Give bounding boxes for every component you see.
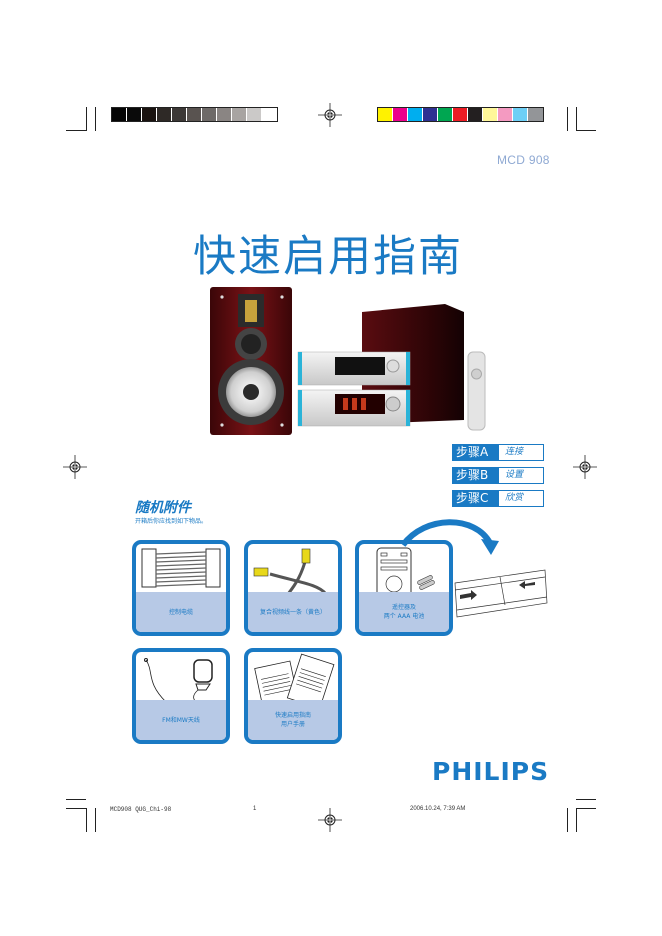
antenna-icon: [144, 658, 213, 702]
swatch: [127, 108, 142, 121]
swatch: [172, 108, 187, 121]
swatch: [498, 108, 513, 121]
swatch: [408, 108, 423, 121]
swatch: [378, 108, 393, 121]
caption-line: 遥控器及: [391, 604, 416, 611]
grayscale-bar: [111, 107, 278, 122]
step-value: 欣赏: [505, 493, 524, 503]
ribbon-cable-icon: [141, 548, 221, 588]
swatch: [423, 108, 438, 121]
remote-batteries-icon: [376, 547, 435, 594]
accessory-caption: 遥控器及 两个 AAA 电池: [359, 592, 449, 632]
swatch: [393, 108, 408, 121]
page-title: 快速启用指南: [193, 232, 463, 282]
accessory-caption: 控制电缆: [136, 592, 226, 632]
arrow-to-battery-compartment-icon: [400, 519, 548, 618]
caption-line: 控制电缆: [168, 608, 193, 616]
accessory-caption: FM和MW天线: [136, 700, 226, 740]
model-number: MCD 908: [497, 153, 550, 167]
step-a: 步骤A 连接: [452, 444, 544, 461]
accessory-card-control-cable: 控制电缆: [132, 540, 230, 636]
footer-file-name: MCD908 QUG_Chi-98: [110, 806, 172, 813]
registration-mark-icon: [318, 103, 342, 127]
registration-mark-icon: [573, 455, 597, 479]
step-b: 步骤B 设置: [452, 467, 544, 484]
manuals-icon: [254, 653, 335, 702]
step-c: 步骤C 欣赏: [452, 490, 544, 507]
accessory-card-video-cable: 复合视频线一条（黄色）: [244, 540, 342, 636]
swatch: [187, 108, 202, 121]
product-image: [210, 287, 486, 435]
accessories-title: 随机附件: [135, 500, 191, 516]
swatch: [202, 108, 217, 121]
caption-line: 复合视频线一条（黄色）: [259, 608, 326, 616]
swatch: [142, 108, 157, 121]
swatch: [247, 108, 262, 121]
caption-line: 用户手册: [280, 721, 305, 728]
swatch: [438, 108, 453, 121]
swatch: [232, 108, 247, 121]
swatch: [112, 108, 127, 121]
step-label: 步骤B: [453, 468, 499, 483]
step-value: 连接: [505, 447, 524, 457]
footer-timestamp: 2006.10.24, 7:39 AM: [410, 806, 466, 812]
video-cable-icon: [253, 548, 328, 594]
accessory-card-antenna: FM和MW天线: [132, 648, 230, 744]
footer-page-number: 1: [253, 806, 257, 812]
swatch: [157, 108, 172, 121]
philips-logo: PHILIPS: [432, 757, 550, 786]
caption-line: FM和MW天线: [162, 716, 200, 724]
accessory-card-manuals: 快速启用指南 用户手册: [244, 648, 342, 744]
accessory-card-remote: 遥控器及 两个 AAA 电池: [355, 540, 453, 636]
registration-mark-icon: [318, 808, 342, 832]
step-label: 步骤C: [453, 491, 499, 506]
caption-line: 两个 AAA 电池: [383, 613, 425, 620]
accessory-caption: 快速启用指南 用户手册: [248, 700, 338, 740]
accessory-caption: 复合视频线一条（黄色）: [248, 592, 338, 632]
color-bar: [377, 107, 544, 122]
caption-line: 快速启用指南: [274, 712, 311, 719]
swatch: [453, 108, 468, 121]
swatch: [468, 108, 483, 121]
swatch: [513, 108, 528, 121]
step-value: 设置: [505, 470, 524, 480]
swatch: [262, 108, 277, 121]
step-label: 步骤A: [453, 445, 499, 460]
accessories-subtitle: 开箱后你应找到如下物品。: [135, 518, 208, 525]
registration-mark-icon: [63, 455, 87, 479]
swatch: [217, 108, 232, 121]
swatch: [528, 108, 543, 121]
swatch: [483, 108, 498, 121]
